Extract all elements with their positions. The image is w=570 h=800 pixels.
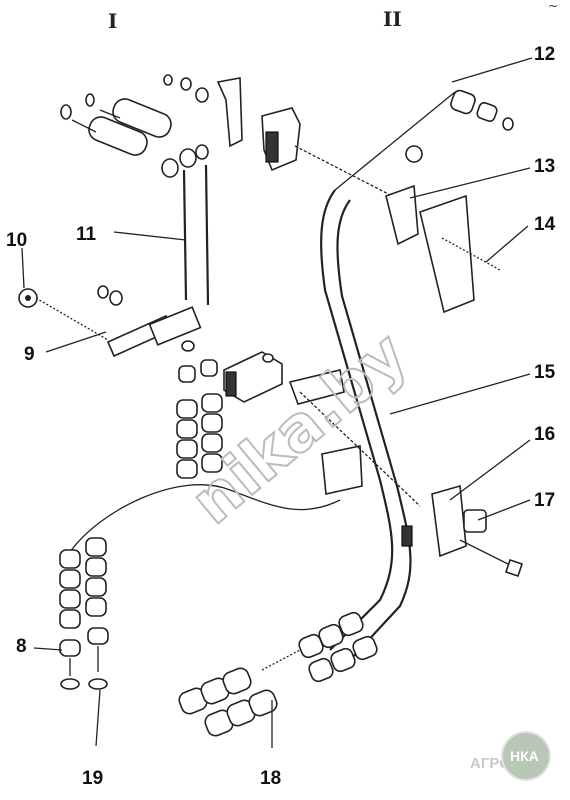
assembly-i [18,74,341,690]
bracket-plate-13 [385,184,419,246]
logo-text-left: АГРО [470,755,511,772]
callout-18: 18 [260,768,281,789]
callout-16: 16 [534,424,555,445]
mounting-plate [419,194,475,314]
logo-text-right: НКА [510,748,539,764]
leader-lines [21,57,533,748]
mid-plate [321,445,363,495]
callout-9: 9 [24,344,35,365]
nut-stack-upper [176,359,223,479]
control-rod-inner [336,199,412,661]
logo-badge [501,731,551,781]
top-link-plate [216,77,243,148]
nut-stack-lower [59,537,109,690]
callout-13: 13 [534,156,555,177]
view-label-ii: II [383,7,402,31]
callout-14: 14 [534,214,556,235]
view-label-i: I [108,9,117,33]
rod-right [204,164,210,306]
callout-labels: 12 13 14 15 16 17 18 19 10 11 9 8 [6,44,556,789]
assembly-ii [178,77,524,737]
mid-bracket [288,369,345,405]
central-block [223,351,283,403]
callout-8: 8 [16,636,27,657]
bracket-bolt-assembly [18,285,202,358]
callout-11: 11 [76,224,97,245]
callout-15: 15 [534,362,556,383]
rod-left [182,169,188,301]
lower-coupling-chain [178,611,378,737]
washer-set-top-left [60,74,209,120]
brand-logo: АГРО НКА [470,731,551,781]
callout-17: 17 [534,490,555,511]
callout-19: 19 [82,768,103,789]
corner-mark: ~ [548,0,558,13]
nut-cluster-top-right [405,89,514,163]
cylinder-pair [71,98,209,178]
control-rod-outer [320,189,394,651]
hose-curve [69,484,341,553]
clamp-plate [431,484,467,558]
callout-12: 12 [534,44,555,65]
callout-10: 10 [6,230,27,251]
